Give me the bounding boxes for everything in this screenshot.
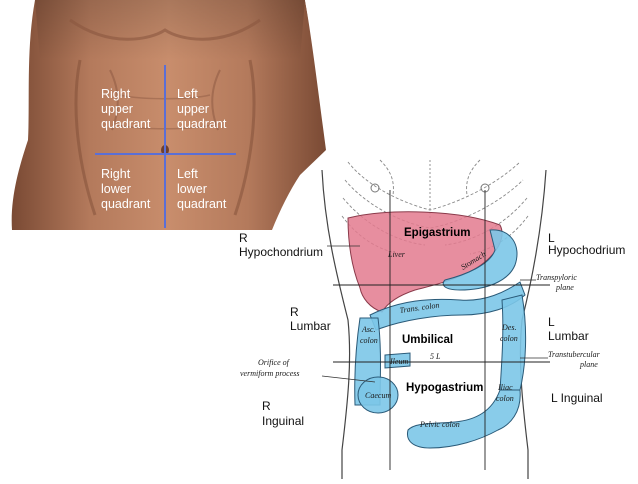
right-lumbar-label: R Lumbar [290,305,331,333]
right-hypochondrium-label: R Hypochondrium [239,231,323,259]
liver-label: Liver [387,250,406,259]
region-grid [333,190,550,470]
stomach-shape [442,229,518,291]
epigastrium-label: Epigastrium [404,227,470,239]
torso-svg: Right upper quadrant Left upper quadrant… [11,0,330,230]
ileum-shape [384,352,411,369]
regions-svg: Liver Stomach Trans. colon Asc. colon De… [239,159,625,479]
right-inguinal-label: R Inguinal [262,399,304,428]
left-lower-quadrant-label: Left lower quadrant [177,167,227,211]
left-inguinal-label: L Inguinal [551,391,603,405]
umbilical-label: Umbilical [402,334,453,346]
right-upper-quadrant-label: Right upper quadrant [101,87,151,131]
descending-colon-label: Des. colon [500,323,518,343]
caecum-label: Caecum [365,391,391,400]
transverse-colon-shape [369,281,526,331]
fifth-lumbar-label: 5 L [430,352,441,361]
left-lumbar-label: L Lumbar [548,315,589,343]
liver-shape [347,211,503,313]
left-upper-quadrant-label: Left upper quadrant [177,87,227,131]
left-hypochondrium-label: L Hypochodrium [548,231,625,257]
iliac-colon-label: Iliac colon [496,383,515,403]
orifice-annotation: Orifice of vermiform process [240,358,299,378]
caecum-shape [357,376,399,414]
right-lower-quadrant-label: Right lower quadrant [101,167,151,211]
quadrant-torso-illustration: Right upper quadrant Left upper quadrant… [0,0,330,230]
nine-regions-diagram: Liver Stomach Trans. colon Asc. colon De… [230,150,638,479]
hypogastrium-label: Hypogastrium [406,382,483,394]
transtubercular-plane-label: Transtubercular plane [548,350,602,369]
pelvic-colon-shape [406,389,521,449]
transpyloric-plane-label: Transpyloric plane [536,273,579,292]
pelvic-colon-label: Pelvic colon [419,420,460,429]
ileum-label: Ileum [389,357,408,366]
ascending-colon-label: Asc. colon [360,325,378,345]
